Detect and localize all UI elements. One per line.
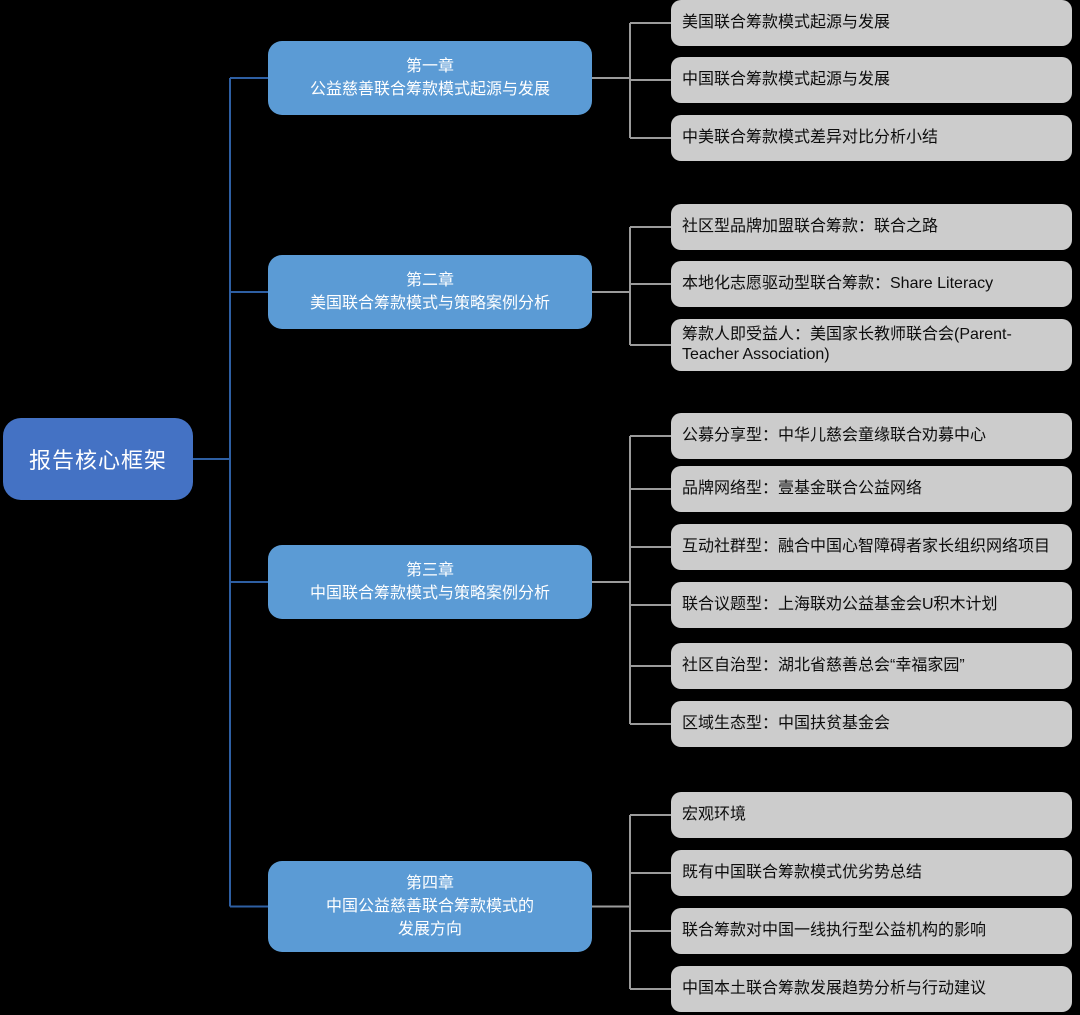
leaf-node[interactable]: 联合议题型：上海联劝公益基金会U积木计划	[671, 582, 1072, 628]
leaf-node[interactable]: 宏观环境	[671, 792, 1072, 838]
leaf-node[interactable]: 本地化志愿驱动型联合筹款：Share Literacy	[671, 261, 1072, 307]
leaf-node-label: 社区自治型：湖北省慈善总会“幸福家园”	[682, 656, 965, 674]
leaf-node-label: 社区型品牌加盟联合筹款：联合之路	[682, 217, 939, 235]
leaf-node[interactable]: 中国联合筹款模式起源与发展	[671, 57, 1072, 103]
leaf-node-label: 区域生态型：中国扶贫基金会	[682, 714, 891, 732]
root-node-label: 报告核心框架	[28, 448, 167, 473]
leaf-node-label: 筹款人即受益人：美国家长教师联合会(Parent-Teacher Associa…	[682, 325, 1012, 363]
chapter-subtitle-line: 中国联合筹款模式与策略案例分析	[309, 585, 550, 602]
leaf-node[interactable]: 中国本土联合筹款发展趋势分析与行动建议	[671, 966, 1072, 1012]
chapter-node-2[interactable]: 第二章美国联合筹款模式与策略案例分析	[268, 255, 592, 329]
leaf-node-label: 联合筹款对中国一线执行型公益机构的影响	[682, 921, 987, 939]
leaf-node-label: 品牌网络型：壹基金联合公益网络	[682, 479, 923, 497]
leaf-node[interactable]: 区域生态型：中国扶贫基金会	[671, 701, 1072, 747]
chapter-node-3[interactable]: 第三章中国联合筹款模式与策略案例分析	[268, 545, 592, 619]
leaf-node[interactable]: 筹款人即受益人：美国家长教师联合会(Parent-Teacher Associa…	[671, 319, 1072, 371]
chapter-subtitle-line: 发展方向	[397, 921, 462, 939]
chapter-heading: 第四章	[405, 874, 454, 892]
leaf-node-label: 宏观环境	[682, 805, 747, 823]
leaf-node-label: 互动社群型：融合中国心智障碍者家长组织网络项目	[682, 537, 1051, 555]
leaf-node-label: 公募分享型：中华儿慈会童缘联合劝募中心	[682, 426, 987, 444]
chapter-subtitle-line: 美国联合筹款模式与策略案例分析	[309, 295, 550, 312]
leaf-node[interactable]: 社区自治型：湖北省慈善总会“幸福家园”	[671, 643, 1072, 689]
chapter-heading: 第一章	[405, 57, 454, 75]
leaf-node-label: 中国联合筹款模式起源与发展	[682, 70, 891, 88]
root-node[interactable]: 报告核心框架	[3, 418, 193, 500]
leaf-node-label: 美国联合筹款模式起源与发展	[682, 13, 891, 31]
leaf-node-label: 既有中国联合筹款模式优劣势总结	[682, 863, 923, 881]
chapter-subtitle-line: 公益慈善联合筹款模式起源与发展	[309, 81, 550, 98]
chapter-subtitle-line: 中国公益慈善联合筹款模式的	[325, 897, 534, 915]
leaf-node[interactable]: 品牌网络型：壹基金联合公益网络	[671, 466, 1072, 512]
leaf-node[interactable]: 联合筹款对中国一线执行型公益机构的影响	[671, 908, 1072, 954]
leaf-node[interactable]: 中美联合筹款模式差异对比分析小结	[671, 115, 1072, 161]
leaf-node[interactable]: 美国联合筹款模式起源与发展	[671, 0, 1072, 46]
leaf-node-label: 本地化志愿驱动型联合筹款：Share Literacy	[682, 274, 994, 292]
leaf-node[interactable]: 公募分享型：中华儿慈会童缘联合劝募中心	[671, 413, 1072, 459]
chapter-node-1[interactable]: 第一章公益慈善联合筹款模式起源与发展	[268, 41, 592, 115]
chapter-heading: 第三章	[405, 561, 454, 579]
leaf-node-label: 中国本土联合筹款发展趋势分析与行动建议	[682, 979, 987, 997]
leaf-node[interactable]: 互动社群型：融合中国心智障碍者家长组织网络项目	[671, 524, 1072, 570]
leaf-node-label: 联合议题型：上海联劝公益基金会U积木计划	[682, 595, 998, 613]
chapter-heading: 第二章	[405, 271, 454, 289]
leaf-node-label: 中美联合筹款模式差异对比分析小结	[682, 128, 939, 146]
chapter-node-4[interactable]: 第四章中国公益慈善联合筹款模式的发展方向	[268, 861, 592, 952]
leaf-node[interactable]: 既有中国联合筹款模式优劣势总结	[671, 850, 1072, 896]
leaf-node[interactable]: 社区型品牌加盟联合筹款：联合之路	[671, 204, 1072, 250]
